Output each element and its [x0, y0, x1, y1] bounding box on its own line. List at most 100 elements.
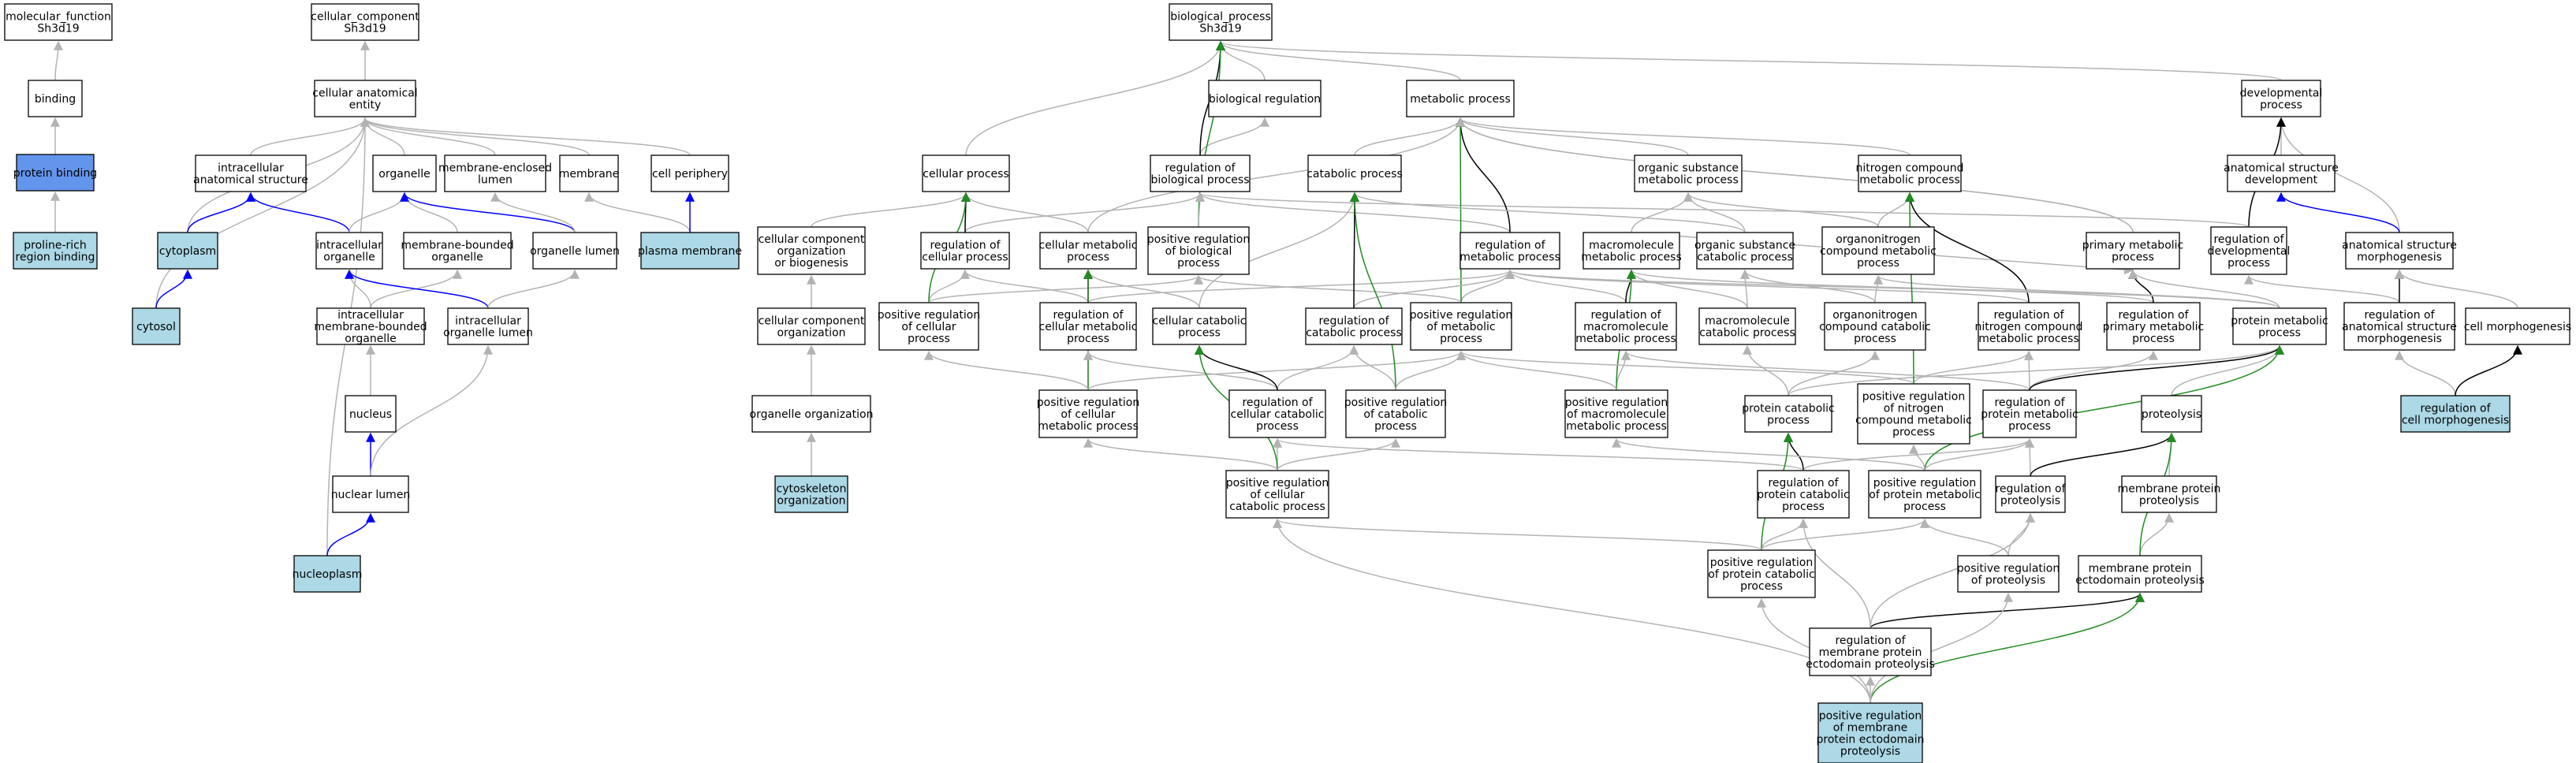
- node-cytoplasm[interactable]: cytoplasm: [157, 232, 218, 270]
- node-cellproc[interactable]: cellular process: [922, 154, 1010, 192]
- edge-regccatp-to-regcatp: [1277, 344, 1359, 391]
- node-pm[interactable]: plasma membrane: [638, 232, 742, 270]
- node-orglumen[interactable]: organelle lumen: [530, 232, 620, 270]
- node-label-regpmp: primary metabolic: [2103, 321, 2205, 333]
- node-box-proteolysis: [2141, 395, 2202, 433]
- edge-oscp-to-catab: [1350, 192, 1746, 233]
- node-cytosol[interactable]: cytosol: [132, 307, 181, 345]
- edge-iol-to-orglumen: [487, 269, 580, 309]
- node-label-ccob: cellular component: [759, 233, 865, 246]
- node-biorreg[interactable]: biological regulation: [1208, 80, 1322, 117]
- edge-cellproc-to-bp: [965, 40, 1225, 156]
- node-label-ccob: organization: [777, 245, 845, 258]
- node-organelle[interactable]: organelle: [372, 154, 437, 192]
- node-label-mpp: membrane protein: [2118, 483, 2221, 496]
- node-label-nuclumen: nuclear lumen: [331, 489, 411, 501]
- edge-regcellmorph-to-regasm: [2395, 350, 2456, 396]
- edge-regbio-to-biorreg: [1199, 117, 1269, 156]
- node-label-catab: catabolic process: [1307, 168, 1403, 181]
- node-periphery[interactable]: cell periphery: [651, 154, 729, 192]
- node-nucleus[interactable]: nucleus: [345, 395, 397, 433]
- node-nuclumen[interactable]: nuclear lumen: [331, 475, 411, 513]
- node-binding[interactable]: binding: [28, 80, 83, 117]
- node-protbind[interactable]: protein binding: [13, 154, 97, 192]
- node-box-posregcmp: [1038, 389, 1138, 438]
- node-membrane[interactable]: membrane: [559, 154, 620, 192]
- node-label-regasm: morphogenesis: [2357, 333, 2442, 345]
- node-label-cae: entity: [349, 99, 382, 112]
- node-box-posregcatp: [1345, 389, 1446, 438]
- node-proteolysis[interactable]: proteolysis: [2141, 395, 2202, 433]
- node-label-mf: molecular_function: [6, 11, 111, 24]
- node-catab[interactable]: catabolic process: [1307, 154, 1403, 192]
- node-orgorg[interactable]: organelle organization: [750, 395, 874, 433]
- node-nucleoplasm[interactable]: nucleoplasm: [293, 555, 363, 593]
- node-box-iol: [447, 307, 529, 345]
- node-metab[interactable]: metabolic process: [1406, 80, 1515, 117]
- edge-icorg-to-ias: [246, 192, 350, 233]
- edge-posregmetab-to-metab: [1456, 117, 1466, 303]
- node-label-regcellmorph: cell morphogenesis: [2402, 415, 2509, 427]
- node-cellmorph[interactable]: cell morphogenesis: [2464, 307, 2571, 345]
